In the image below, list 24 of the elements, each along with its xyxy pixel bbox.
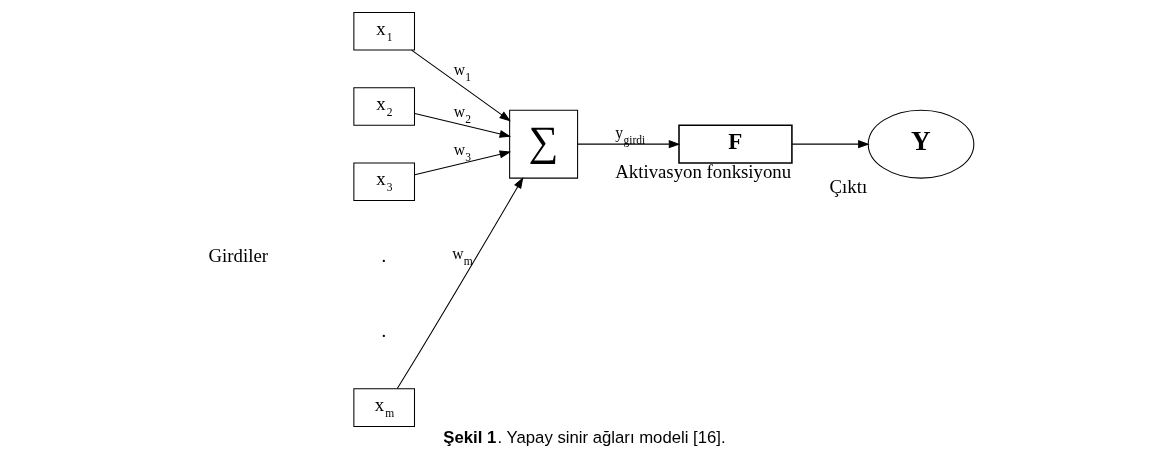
edge-label: w$_{m}$ (451, 245, 473, 268)
node-box: ∑ (508, 109, 578, 179)
node-label: Çıktı (829, 176, 867, 198)
arrow (396, 177, 523, 389)
node-ellipse: Y (867, 109, 974, 179)
edge-label: w$_{1}$ (453, 61, 471, 84)
node-label: Aktivasyon fonksiyonu (614, 161, 791, 183)
node-box: x$_{m}$ (352, 388, 415, 427)
arrow (791, 140, 870, 149)
node-box: x$_{2}$ (352, 87, 415, 126)
node-box: x$_{3}$ (352, 162, 415, 202)
edge-label: y$_{girdi}$ (614, 123, 645, 146)
caption: Şekil 1. Yapay sinir ağları modeli [16]. (442, 427, 726, 447)
arrow (413, 113, 511, 138)
edge-label: w$_{2}$ (453, 102, 471, 125)
label: . (381, 244, 386, 266)
node-box: F (677, 124, 793, 164)
label: . (381, 319, 386, 341)
arrow (413, 150, 511, 176)
arrow (410, 49, 511, 122)
arrow (576, 140, 680, 149)
label: Girdiler (208, 244, 268, 266)
node-box: x$_{1}$ (352, 11, 415, 51)
edge-label: w$_{3}$ (453, 140, 471, 163)
